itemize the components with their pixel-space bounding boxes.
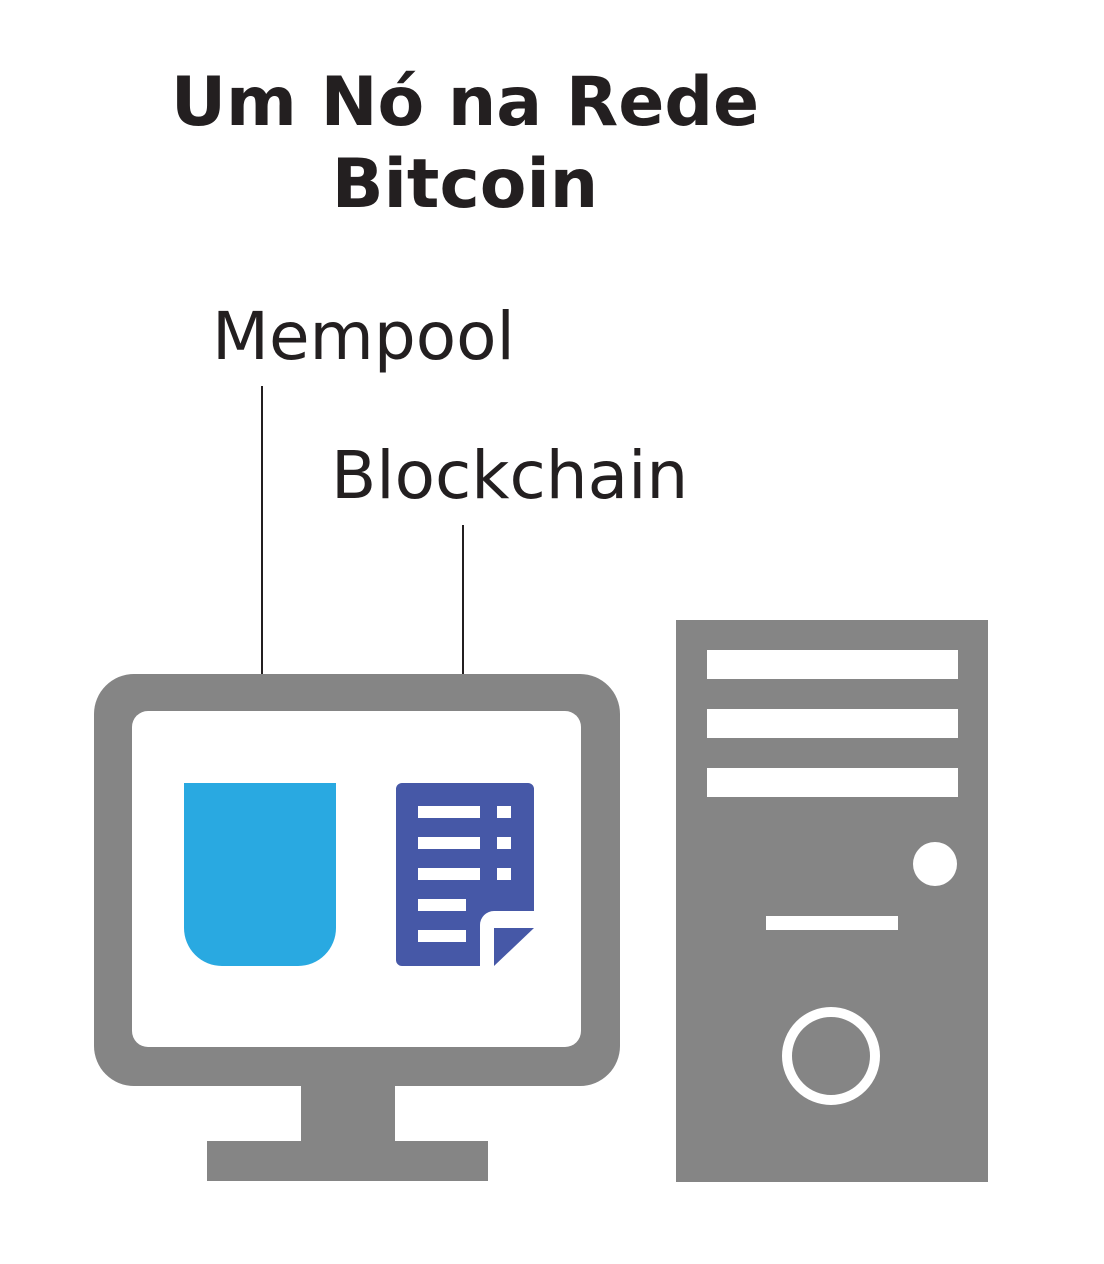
power-button-icon [782, 1007, 880, 1105]
drive-bay-2 [707, 709, 958, 738]
monitor-base [207, 1141, 488, 1181]
title-line-2: Bitcoin [331, 145, 599, 224]
blockchain-document-icon [396, 783, 534, 966]
computer-tower-icon [676, 620, 988, 1182]
drive-bay-1 [707, 650, 958, 679]
mempool-container-icon [184, 783, 336, 966]
blockchain-label: Blockchain [331, 437, 689, 514]
mempool-label: Mempool [212, 298, 515, 375]
monitor-icon [94, 674, 620, 1181]
drive-bay-3 [707, 768, 958, 797]
power-led [913, 842, 957, 886]
monitor-neck [301, 1085, 395, 1142]
title-line-1: Um Nó na Rede [170, 63, 760, 142]
disk-slot [766, 916, 898, 930]
document-fold [494, 928, 534, 966]
diagram-title: Um Nó na Rede Bitcoin [0, 62, 930, 226]
